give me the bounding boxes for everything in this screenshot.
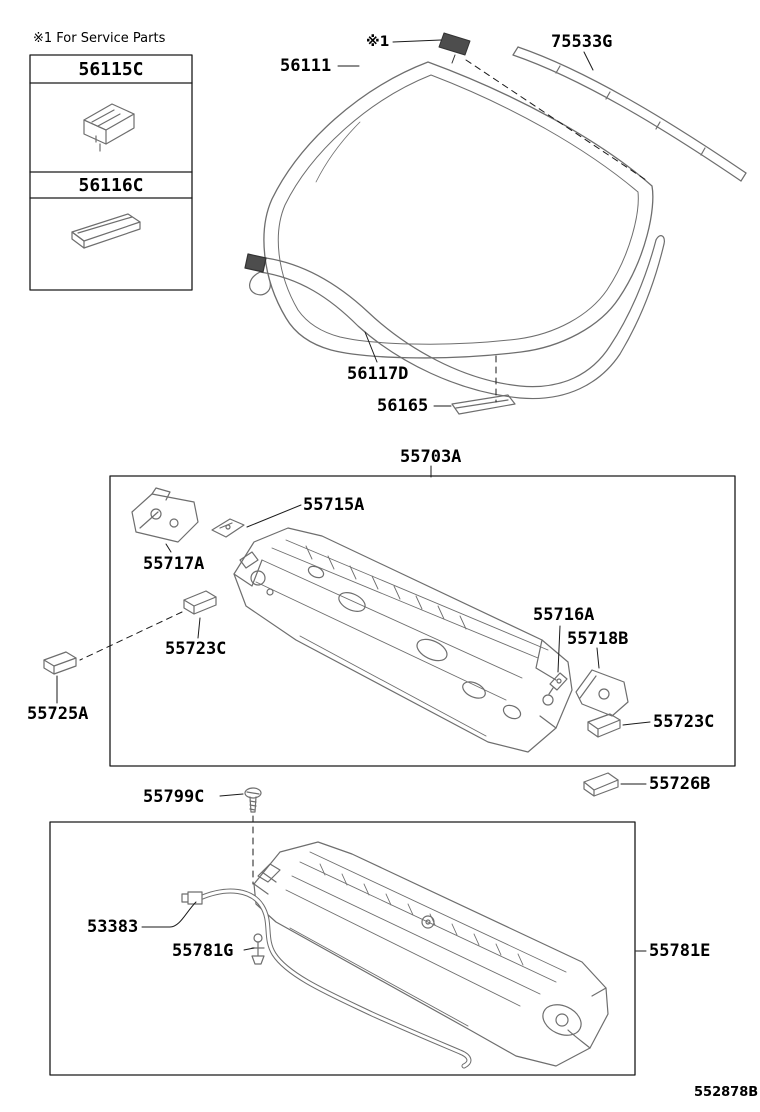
clip-55716a <box>548 672 568 695</box>
leader-lines <box>56 39 651 952</box>
plate-55726b <box>583 772 619 797</box>
part-label-55703a: 55703A <box>400 447 462 467</box>
bracket-55717a <box>131 487 199 543</box>
part-label-75533g: 75533G <box>551 32 613 52</box>
service-part-label-56116c: 56116C <box>78 175 144 196</box>
cowl-top-panel-55703a <box>233 527 573 753</box>
part-label-55718b: 55718B <box>567 629 629 649</box>
clip-55715a <box>211 518 245 538</box>
part-label-55717a: 55717A <box>143 554 205 574</box>
part-label-56117d: 56117D <box>347 364 409 384</box>
windshield-weatherstrip-56117d <box>244 235 665 400</box>
service-parts-note: ※1 For Service Parts <box>33 31 166 46</box>
block-55723c-right <box>587 713 621 738</box>
ref-marker-1: ※1 <box>366 34 390 50</box>
part-label-55723c-right: 55723C <box>653 712 715 732</box>
bracket-55718b <box>575 669 629 717</box>
cowl-louver-55781e <box>253 841 609 1067</box>
part-label-55715a: 55715A <box>303 495 365 515</box>
service-part-label-56115c: 56115C <box>78 59 144 80</box>
part-label-55781g: 55781G <box>172 941 234 961</box>
windshield-glass <box>263 61 654 359</box>
part-label-56165: 56165 <box>377 396 429 416</box>
service-part-56116c-drawing <box>71 213 141 249</box>
retainer-56165 <box>451 394 516 415</box>
part-label-55726b: 55726B <box>649 774 711 794</box>
cowl-panel-box <box>109 475 736 767</box>
part-label-55716a: 55716A <box>533 605 595 625</box>
service-part-56115c-drawing <box>83 103 135 152</box>
cowl-louver-box <box>49 821 636 1076</box>
glass-stopper-clip <box>438 32 471 64</box>
part-label-55781e: 55781E <box>649 941 711 961</box>
clip-55781g <box>251 933 265 965</box>
block-55725a <box>43 651 77 675</box>
part-label-55723c-left: 55723C <box>165 639 227 659</box>
washer-hose-53383 <box>181 888 472 1069</box>
frame-boxes <box>29 54 736 1076</box>
part-label-55799c: 55799C <box>143 787 205 807</box>
document-code: 552878B <box>694 1085 759 1100</box>
part-label-53383: 53383 <box>87 917 139 937</box>
part-label-55725a: 55725A <box>27 704 89 724</box>
part-label-56111: 56111 <box>280 56 332 76</box>
block-55723c-left <box>183 590 217 615</box>
screw-55799c <box>244 787 262 813</box>
windshield-molding-75533g <box>512 46 747 182</box>
dashed-reference-lines <box>79 59 647 885</box>
